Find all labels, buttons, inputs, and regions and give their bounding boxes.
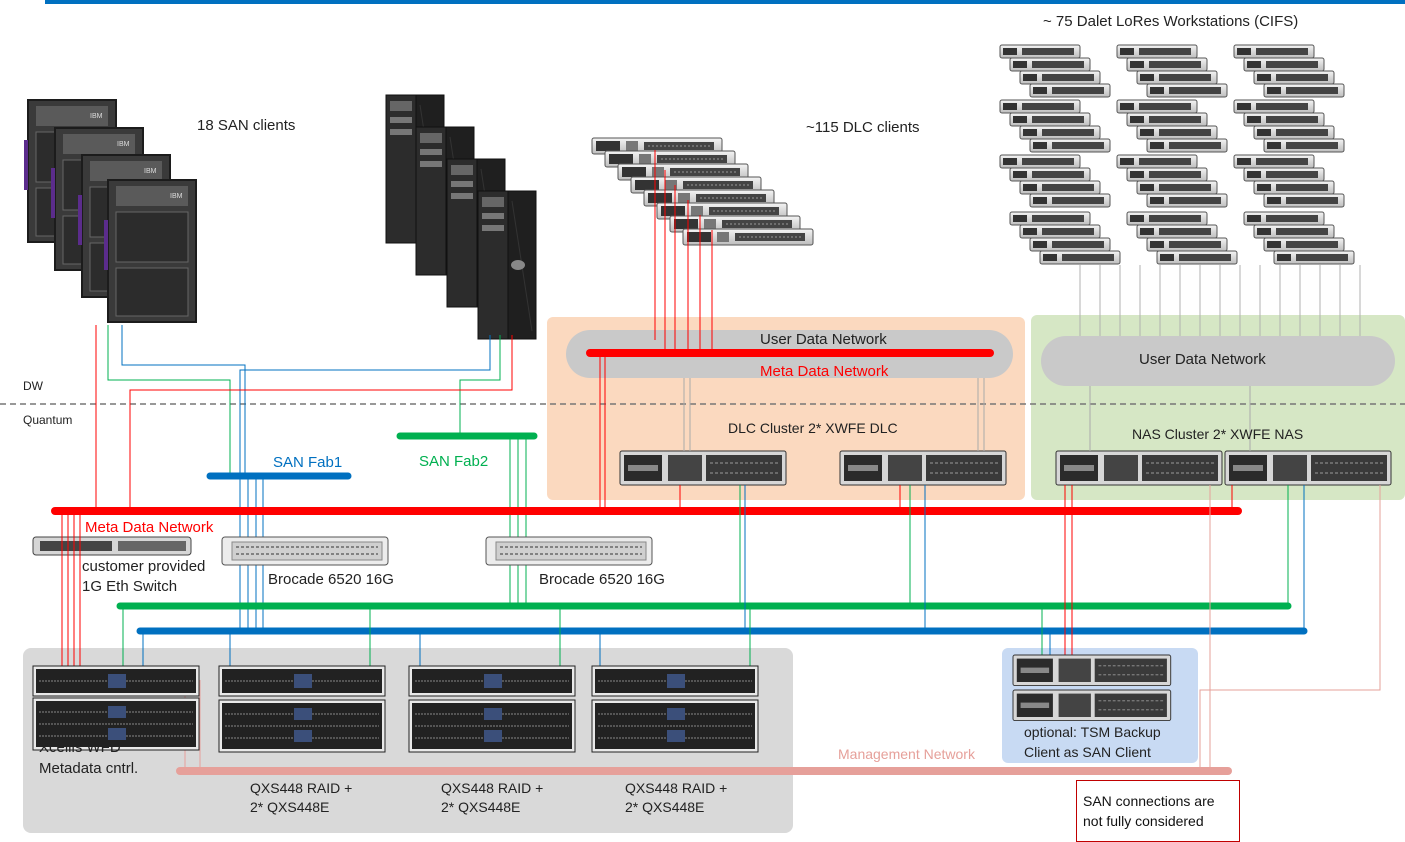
san-fab2-drops bbox=[122, 485, 1289, 668]
user-data-network-pill-nas bbox=[1041, 336, 1395, 386]
nas-cluster-label: NAS Cluster 2* XWFE NAS bbox=[1132, 426, 1303, 442]
tsm-label-1: optional: TSM Backup bbox=[1024, 724, 1161, 740]
rack-server-icon bbox=[591, 137, 814, 246]
tsm-label-2: Client as SAN Client bbox=[1024, 744, 1151, 760]
raid3-label-2: 2* QXS448E bbox=[625, 799, 704, 815]
dw-label: DW bbox=[23, 379, 44, 393]
meta-data-drops bbox=[61, 485, 1233, 668]
dlc-client-links bbox=[654, 150, 713, 350]
san-clients-label: 18 SAN clients bbox=[197, 117, 295, 134]
ibm-server-tower-icon bbox=[23, 99, 197, 323]
xcellis-label-1: Xcellis WFD bbox=[39, 739, 121, 756]
dlc-clients-label: ~115 DLC clients bbox=[806, 119, 920, 136]
lores-uplinks bbox=[1079, 265, 1361, 336]
eth-switch-label-1: customer provided bbox=[82, 558, 205, 575]
xcellis-label-2: Metadata cntrl. bbox=[39, 760, 138, 777]
dell-workstation-icon bbox=[385, 94, 537, 340]
lores-workstations-grid bbox=[999, 44, 1355, 265]
san-fab1-drops bbox=[142, 485, 1305, 668]
brocade-switch-1 bbox=[221, 536, 389, 566]
lores-workstations-label: ~ 75 Dalet LoRes Workstations (CIFS) bbox=[1043, 13, 1298, 30]
note-line-1: SAN connections are bbox=[1083, 793, 1215, 809]
raid2-label-2: 2* QXS448E bbox=[441, 799, 520, 815]
eth-switch-label-2: 1G Eth Switch bbox=[82, 578, 177, 595]
raid1-label-2: 2* QXS448E bbox=[250, 799, 329, 815]
user-data-network-dlc-label: User Data Network bbox=[760, 331, 887, 348]
raid3-label-1: QXS448 RAID + bbox=[625, 780, 727, 796]
quantum-label: Quantum bbox=[23, 413, 72, 427]
brocade2-label: Brocade 6520 16G bbox=[539, 571, 665, 588]
management-network-label: Management Network bbox=[838, 746, 976, 762]
san-fab2-label: SAN Fab2 bbox=[419, 453, 488, 470]
meta-data-network-label: Meta Data Network bbox=[85, 519, 214, 536]
network-switch-icon bbox=[32, 536, 192, 556]
meta-data-network-dlc-label: Meta Data Network bbox=[760, 363, 889, 380]
raid1-label-1: QXS448 RAID + bbox=[250, 780, 352, 796]
san-fab1-label: SAN Fab1 bbox=[273, 454, 342, 471]
raid2-label-1: QXS448 RAID + bbox=[441, 780, 543, 796]
brocade1-label: Brocade 6520 16G bbox=[268, 571, 394, 588]
san-client-links bbox=[95, 325, 513, 510]
dlc-cluster-servers bbox=[599, 353, 1007, 510]
note-line-2: not fully considered bbox=[1083, 813, 1204, 829]
dlc-cluster-label: DLC Cluster 2* XWFE DLC bbox=[728, 420, 898, 436]
user-data-network-nas-label: User Data Network bbox=[1139, 351, 1266, 368]
brocade-switch-2 bbox=[485, 536, 653, 566]
san-note-box: SAN connections are not fully considered bbox=[1076, 780, 1240, 842]
nas-cluster-servers bbox=[1055, 386, 1392, 486]
